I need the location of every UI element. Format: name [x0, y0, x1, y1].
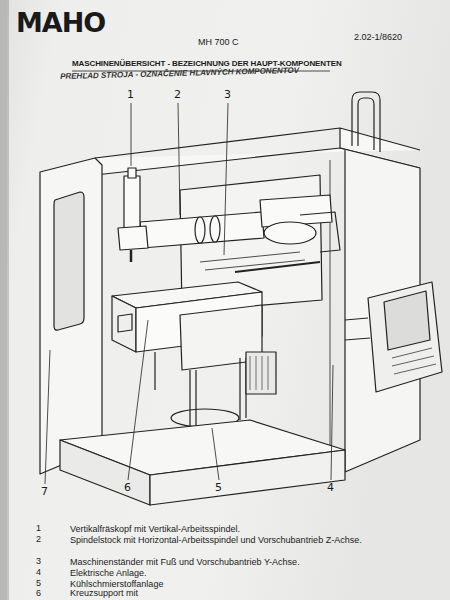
list-number: 6	[36, 589, 41, 599]
handwritten-note: PREHĽAD STROJA - OZNAČENIE HLAVNÝCH KOMP…	[60, 67, 299, 82]
feed-screw	[235, 262, 320, 272]
callout-number: 5	[215, 482, 222, 494]
part-description: Maschinenständer mit Fuß und Vorschubant…	[70, 557, 400, 568]
control-screen	[384, 291, 430, 350]
spindle-flange	[195, 217, 205, 243]
callout-number: 4	[327, 482, 334, 494]
y-guideway	[200, 252, 305, 270]
callout-number: 3	[224, 89, 231, 101]
list-number: 2	[36, 535, 41, 545]
table-side	[112, 296, 136, 352]
machine-base-front	[60, 440, 150, 505]
control-keys	[392, 348, 436, 374]
page-title: MASCHINENÜBERSICHT - BEZEICHNUNG DER HAU…	[72, 60, 342, 69]
head-base	[118, 226, 148, 250]
part-description: Spindelstock mit Horizontal-Arbeitsspind…	[70, 535, 400, 546]
callout-number: 7	[41, 486, 48, 498]
head-cap	[128, 168, 136, 178]
machine-base-side	[150, 450, 345, 505]
list-number: 3	[36, 557, 41, 567]
binder-edge	[0, 0, 7, 600]
callout-number: 6	[124, 482, 131, 494]
sheet-edge	[8, 0, 9, 600]
leader-lines	[45, 103, 333, 484]
list-number: 5	[36, 579, 41, 589]
drive-motor	[264, 222, 316, 244]
document-number: 2.02-1/8620	[354, 33, 402, 43]
coolant-pipe	[352, 92, 380, 152]
door-window	[54, 192, 84, 330]
part-description: Vertikalfräskopf mit Vertikal-Arbeitsspi…	[70, 524, 400, 535]
list-number: 1	[36, 524, 41, 534]
callout-number: 1	[127, 89, 134, 101]
list-number: 4	[36, 568, 41, 578]
vertical-spindle	[130, 250, 133, 262]
belt-drive	[300, 212, 340, 252]
coolant-pump	[246, 352, 276, 394]
pump-fins	[250, 356, 268, 390]
enclosure-door	[40, 158, 102, 474]
part-description: Kreuzsupport mit	[70, 588, 400, 599]
logo: MAHO	[16, 8, 105, 38]
vertical-head	[124, 176, 140, 228]
spindle-flange	[210, 216, 220, 242]
support-rods	[155, 352, 246, 430]
model-number: MH 700 C	[198, 38, 239, 48]
panel-arm	[345, 318, 370, 340]
callout-number: 2	[174, 89, 181, 101]
table-crank	[118, 314, 132, 332]
control-panel	[368, 282, 442, 392]
spindle-head	[140, 212, 264, 248]
part-description: Elektrische Anlage.	[70, 568, 400, 579]
